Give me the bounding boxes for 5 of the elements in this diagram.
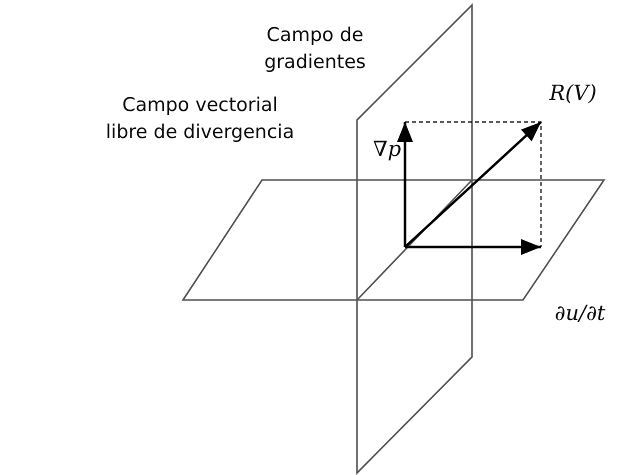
vector-label: ∂u/∂t bbox=[554, 300, 606, 327]
plane-label: Campo de gradientes bbox=[263, 23, 367, 75]
vector-label: ∇p bbox=[372, 136, 402, 163]
vector-label: R(V) bbox=[548, 80, 598, 107]
plane-label: Campo vectorial libre de divergencia bbox=[104, 93, 296, 145]
